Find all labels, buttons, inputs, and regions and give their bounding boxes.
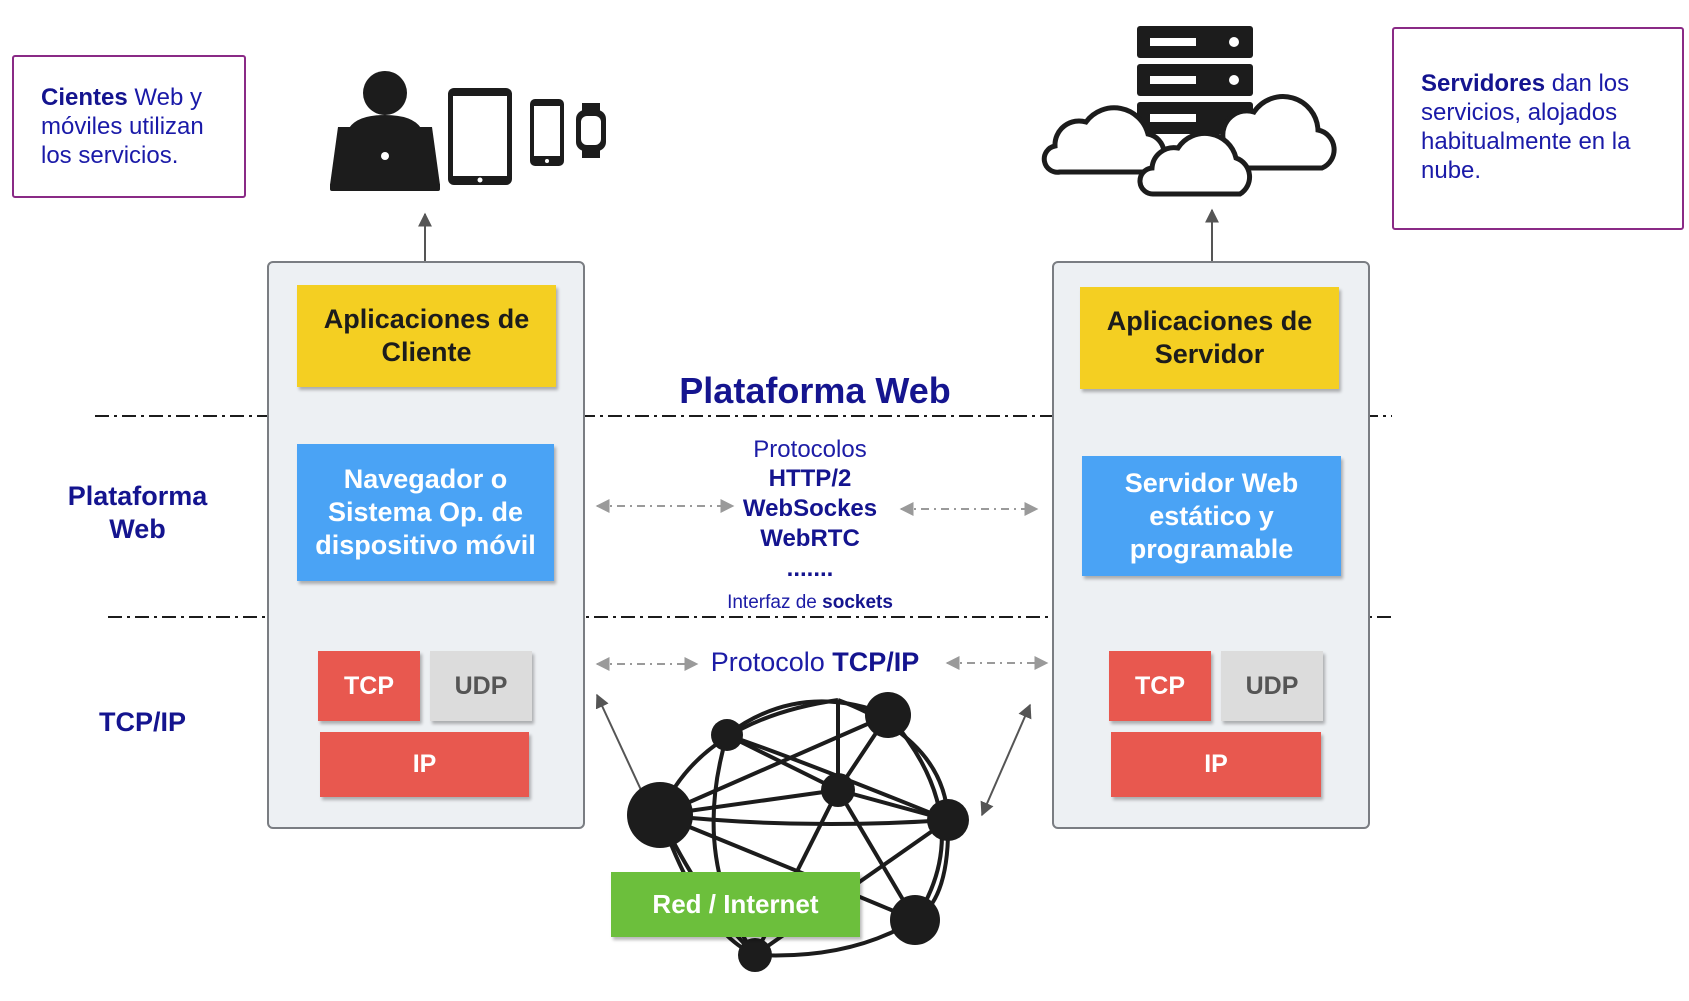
tcpip-protocol-bold: TCP/IP xyxy=(832,647,920,677)
smartwatch-icon xyxy=(576,103,606,158)
tcpip-protocol-label: Protocolo TCP/IP xyxy=(690,647,940,678)
tablet-icon xyxy=(448,88,512,185)
socket-interface-prefix: Interfaz de xyxy=(727,592,823,613)
client-note: Cientes Web y móviles utilizan los servi… xyxy=(12,55,246,198)
server-ip-block: IP xyxy=(1111,732,1321,797)
client-platform-block: Navegador o Sistema Op. de dispositivo m… xyxy=(297,444,554,581)
server-tcp-block: TCP xyxy=(1109,651,1211,721)
protocol-item: HTTP/2 xyxy=(768,465,852,492)
client-note-bold: Cientes xyxy=(41,84,128,111)
protocol-item: WebRTC xyxy=(760,525,860,552)
socket-interface-bold: sockets xyxy=(822,592,893,613)
server-note-bold: Servidores xyxy=(1421,70,1546,97)
server-rack-icon xyxy=(1137,26,1253,134)
protocol-item: WebSockes xyxy=(742,495,878,522)
page-title: Plataforma Web xyxy=(679,370,951,411)
protocols-heading: Protocolos xyxy=(753,436,867,463)
client-ip-block: IP xyxy=(320,732,529,797)
smartphone-icon xyxy=(530,99,564,166)
client-tcp-block: TCP xyxy=(318,651,420,721)
client-note-text: Web y móviles utilizan los servicios. xyxy=(41,84,204,169)
socket-interface-label: Interfaz de sockets xyxy=(680,592,940,614)
user-at-laptop-icon xyxy=(330,71,440,191)
tcpip-protocol-prefix: Protocolo xyxy=(710,647,833,677)
server-platform-block: Servidor Web estático y programable xyxy=(1082,456,1341,576)
server-udp-block: UDP xyxy=(1221,651,1323,721)
client-udp-block: UDP xyxy=(430,651,532,721)
protocol-item: ....... xyxy=(786,555,834,582)
client-app-block: Aplicaciones de Cliente xyxy=(297,285,556,387)
layer-label-tcpip: TCP/IP xyxy=(98,707,186,737)
server-note: Servidores dan los servicios, alojados h… xyxy=(1392,27,1684,230)
server-app-block: Aplicaciones de Servidor xyxy=(1080,287,1339,389)
layer-label-platform: Plataforma Web xyxy=(67,481,208,544)
cloud-icon xyxy=(1041,94,1337,197)
network-label: Red / Internet xyxy=(611,872,860,937)
server-note-text: dan los servicios, alojados habitualment… xyxy=(1421,70,1631,184)
